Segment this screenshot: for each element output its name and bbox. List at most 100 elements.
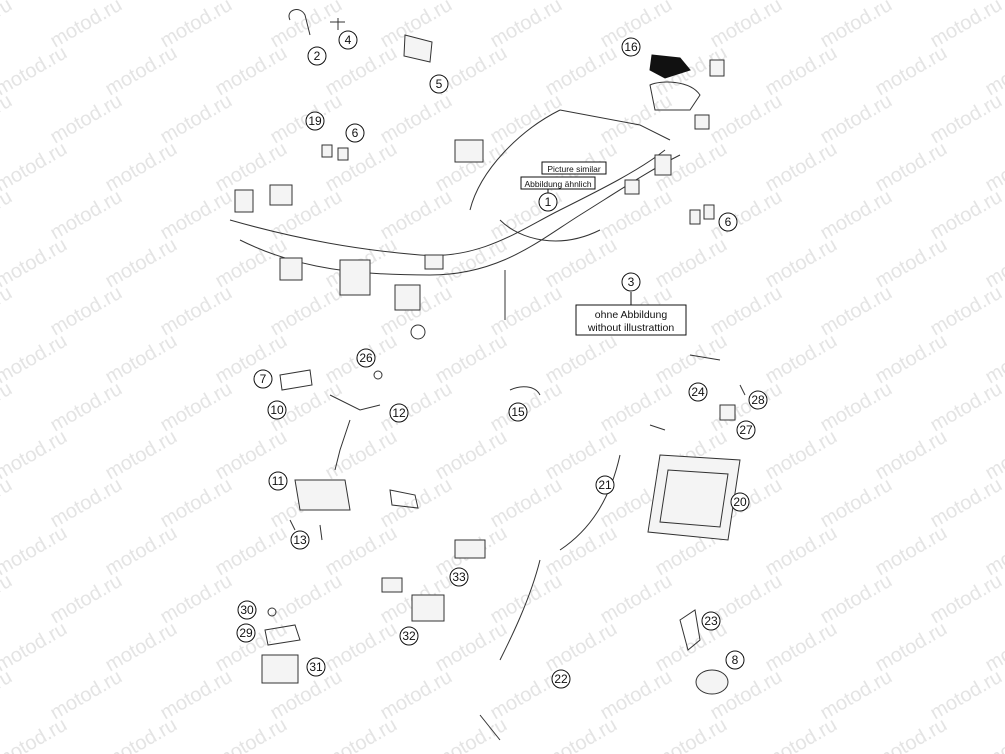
svg-text:4: 4	[345, 33, 352, 47]
callout: 26	[356, 348, 376, 368]
callout: 5	[429, 74, 449, 94]
callout: 30	[237, 600, 257, 620]
connector-left	[269, 184, 293, 206]
svg-text:32: 32	[402, 629, 416, 643]
svg-text:6: 6	[725, 215, 732, 229]
callout: 6	[718, 212, 738, 232]
part-5-sketch	[403, 34, 433, 63]
svg-text:26: 26	[359, 351, 373, 365]
part-20-battery	[647, 454, 741, 541]
watermark-text: motod.ru	[0, 570, 16, 629]
callout: 10	[267, 400, 287, 420]
svg-text:33: 33	[452, 570, 466, 584]
part-2-sketch	[288, 9, 311, 36]
watermark-text: motod.ru	[102, 714, 181, 754]
callouts: 1 2 3 4 5 6 6 7 8 10 11 12 13 15 16 19 2…	[236, 30, 768, 689]
connector-right-2	[624, 179, 640, 195]
watermark-text: motod.ru	[0, 90, 16, 149]
svg-text:23: 23	[704, 614, 718, 628]
callout: 15	[508, 402, 528, 422]
part-22-end	[479, 714, 501, 741]
harness-loop	[499, 219, 601, 242]
relay-box	[454, 139, 484, 163]
watermark-text: motod.ru	[0, 522, 71, 581]
watermark-text: motod.ru	[432, 714, 511, 754]
callout: 31	[306, 657, 326, 677]
svg-text:5: 5	[436, 77, 443, 91]
svg-text:21: 21	[598, 478, 612, 492]
watermark-text: motod.ru	[982, 0, 1005, 4]
svg-text:15: 15	[511, 405, 525, 419]
callout: 27	[736, 420, 756, 440]
watermark-text: motod.ru	[0, 666, 16, 725]
part-16-sketch	[649, 54, 691, 79]
watermark-text: motod.ru	[982, 714, 1005, 754]
watermark-text: motod.ru	[0, 0, 71, 4]
parts-drawing	[229, 9, 746, 741]
fuse-box	[339, 259, 371, 296]
callout: 22	[551, 669, 571, 689]
harness-main-line-2	[239, 154, 681, 276]
grommet	[410, 324, 426, 340]
watermark-text: motod.ru	[762, 714, 841, 754]
watermark-text: motod.ru	[0, 426, 71, 485]
callout: 29	[236, 623, 256, 643]
svg-text:11: 11	[272, 474, 285, 488]
callout: 2	[307, 46, 327, 66]
watermark-text: motod.ru	[0, 330, 71, 389]
part-11-sketch	[294, 479, 351, 511]
without-illustration-de-text: ohne Abbildung	[595, 309, 668, 321]
callout: 24	[688, 382, 708, 402]
callout: 32	[399, 626, 419, 646]
watermark-text: motod.ru	[872, 714, 951, 754]
part-21-cable	[559, 454, 621, 551]
part-12-cable-2	[334, 419, 351, 471]
part-16-connector-2	[694, 114, 710, 130]
svg-text:20: 20	[733, 495, 747, 509]
svg-text:1: 1	[545, 195, 552, 209]
watermark-text: motod.ru	[0, 234, 71, 293]
callout: 16	[621, 37, 641, 57]
watermark-text: motod.ru	[212, 714, 291, 754]
part-6-sketch	[337, 147, 349, 161]
svg-text:19: 19	[308, 114, 322, 128]
part-32-connector	[381, 577, 403, 593]
part-16-connector	[709, 59, 725, 77]
picture-similar-de-text: Abbildung ähnlich	[524, 179, 591, 189]
watermark-text: motod.ru	[0, 618, 71, 677]
callout: 1	[538, 192, 558, 212]
part-22-cable	[499, 559, 541, 661]
harness-upper-branch-2	[469, 109, 561, 211]
watermark-text: motod.ru	[0, 0, 16, 52]
part-30-sketch	[267, 607, 277, 617]
callout: 28	[748, 390, 768, 410]
part-8-sketch	[695, 669, 729, 695]
callout: 21	[595, 475, 615, 495]
callout: 8	[725, 650, 745, 670]
watermark-text: motod.ru	[652, 714, 731, 754]
watermark-text: motod.ru	[542, 714, 621, 754]
part-28-sketch	[739, 384, 746, 396]
part-6-right-sketch-2	[703, 204, 715, 220]
without-illustration-en-text: without illustrattion	[587, 322, 675, 334]
callout: 3	[621, 272, 641, 292]
svg-text:10: 10	[270, 403, 284, 417]
svg-text:6: 6	[352, 126, 359, 140]
watermark-text: motod.ru	[322, 714, 401, 754]
svg-text:28: 28	[751, 393, 765, 407]
connector-right	[654, 154, 672, 176]
part-13-sketch	[289, 519, 323, 541]
part-16-housing	[649, 81, 701, 111]
part-26-sketch	[373, 370, 383, 380]
part-32-sketch	[411, 594, 445, 622]
svg-text:22: 22	[554, 672, 568, 686]
part-24-clip	[649, 424, 666, 431]
watermark-text: motod.ru	[0, 378, 16, 437]
part-33-sketch	[454, 539, 486, 559]
part-11-bracket	[389, 489, 419, 509]
picture-similar-note: Picture similar Abbildung ähnlich	[520, 161, 607, 193]
callout: 23	[701, 611, 721, 631]
callout: 19	[305, 111, 325, 131]
svg-text:2: 2	[314, 49, 321, 63]
connector-block	[394, 284, 421, 311]
